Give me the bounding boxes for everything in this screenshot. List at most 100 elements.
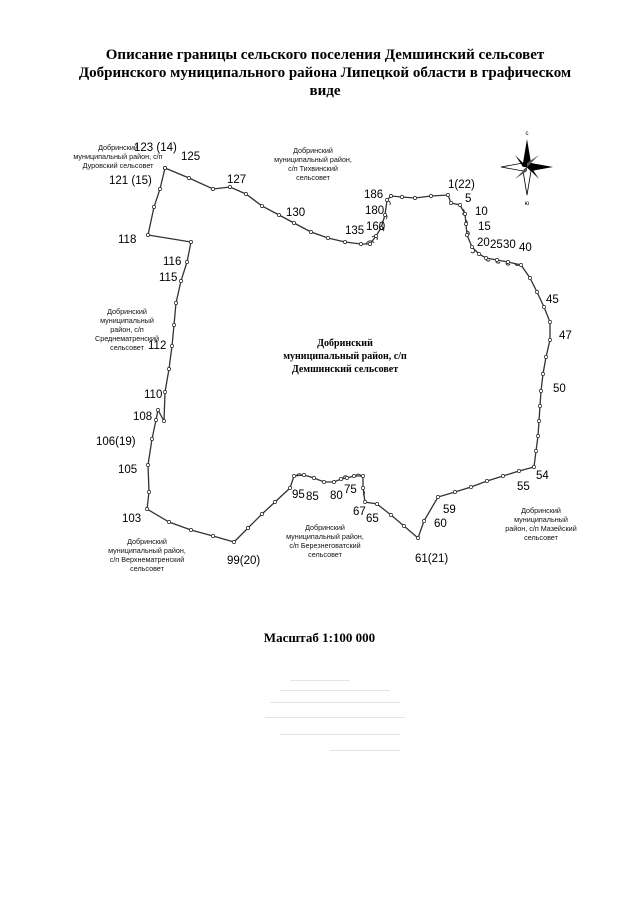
svg-text:сельсовет: сельсовет — [130, 564, 164, 573]
boundary-vertex — [162, 419, 166, 423]
boundary-vertex — [541, 372, 545, 376]
point-label: 55 — [517, 481, 530, 493]
boundary-vertex — [361, 474, 365, 478]
boundary-vertex — [244, 192, 248, 196]
boundary-vertex — [322, 480, 326, 484]
boundary-vertex — [463, 212, 467, 216]
boundary-vertex — [147, 490, 151, 494]
boundary-vertex — [375, 502, 379, 506]
document-title: Описание границы сельского поселения Дем… — [40, 46, 610, 100]
point-label: 115 — [159, 272, 177, 284]
point-label: 80 — [330, 490, 343, 502]
boundary-vertex — [163, 166, 167, 170]
center-label-line-3: Демшинский сельсовет — [292, 364, 398, 375]
boundary-vertex — [517, 469, 521, 473]
svg-text:сельсовет: сельсовет — [308, 550, 342, 559]
svg-text:Добринский: Добринский — [305, 523, 345, 532]
boundary-vertex — [288, 486, 292, 490]
boundary-vertex — [302, 473, 306, 477]
boundary-vertex — [458, 203, 462, 207]
svg-text:Добринский: Добринский — [107, 307, 147, 316]
boundary-detail-loops — [295, 200, 520, 496]
point-label: 20 — [477, 237, 490, 249]
faded-signature-block — [250, 672, 430, 762]
boundary-vertex — [167, 367, 171, 371]
boundary-vertex — [539, 389, 543, 393]
boundary-vertex — [292, 221, 296, 225]
svg-text:Добринский: Добринский — [98, 143, 138, 152]
point-label: 67 — [353, 506, 366, 518]
point-label: 180 — [365, 205, 384, 217]
boundary-vertex — [385, 198, 389, 202]
point-label: 108 — [133, 411, 152, 423]
boundary-vertex — [277, 213, 281, 217]
svg-text:сельсовет: сельсовет — [524, 533, 558, 542]
boundary-vertex — [389, 513, 393, 517]
boundary-vertex — [352, 474, 356, 478]
boundary-vertex — [170, 344, 174, 348]
map-scale: Масштаб 1:100 000 — [263, 630, 376, 645]
boundary-vertex — [158, 187, 162, 191]
point-label: 30 — [503, 239, 516, 251]
point-label: 103 — [122, 513, 141, 525]
svg-text:с/п Тихвинский: с/п Тихвинский — [288, 164, 338, 173]
boundary-vertex — [309, 230, 313, 234]
point-label: 105 — [118, 464, 137, 476]
point-label: 125 — [181, 151, 200, 163]
point-label: 65 — [366, 513, 379, 525]
boundary-vertex — [532, 465, 536, 469]
boundary-vertex — [383, 213, 387, 217]
boundary-vertex — [477, 252, 481, 256]
boundary-vertex — [339, 477, 343, 481]
boundary-vertex — [379, 226, 383, 230]
neighbor-bereznegovatsky: Добринский муниципальный район, с/п Бере… — [286, 523, 364, 559]
point-label: 60 — [434, 518, 447, 530]
boundary-vertex — [453, 490, 457, 494]
compass-rose-icon: с ю — [500, 131, 553, 207]
boundary-vertex — [167, 520, 171, 524]
point-label: 47 — [559, 330, 572, 342]
boundary-vertex — [312, 476, 316, 480]
compass-north-label: с — [526, 131, 529, 137]
point-label: 135 — [345, 225, 364, 237]
point-label: 5 — [465, 193, 471, 205]
boundary-vertex — [246, 526, 250, 530]
svg-text:муниципальный: муниципальный — [100, 316, 154, 325]
boundary-vertex — [538, 404, 542, 408]
boundary-vertex — [465, 233, 469, 237]
point-label: 95 — [292, 489, 305, 501]
point-label: 85 — [306, 491, 319, 503]
boundary-vertex — [368, 242, 372, 246]
boundary-vertex — [145, 507, 149, 511]
boundary-vertex — [429, 194, 433, 198]
boundary-vertex — [172, 323, 176, 327]
title-line-1: Описание границы сельского поселения Дем… — [105, 47, 545, 63]
title-line-2: Добринского муниципального района Липецк… — [78, 65, 572, 81]
boundary-vertex — [361, 486, 365, 490]
boundary-vertex — [156, 408, 160, 412]
boundary-vertex — [146, 233, 150, 237]
neighbor-verkhnematrensky: Добринский муниципальный район, с/п Верх… — [108, 537, 186, 573]
boundary-vertex — [185, 260, 189, 264]
svg-text:Добринский: Добринский — [521, 506, 561, 515]
boundary-vertex — [413, 196, 417, 200]
boundary-vertex — [187, 176, 191, 180]
svg-text:с/п Березнеговатский: с/п Березнеговатский — [289, 541, 360, 550]
boundary-vertex — [400, 195, 404, 199]
svg-text:Среднематренский: Среднематренский — [95, 334, 159, 343]
boundary-vertex — [152, 205, 156, 209]
boundary-vertex — [470, 245, 474, 249]
point-label: 50 — [553, 383, 566, 395]
point-labels: 123 (14) 125 121 (15) 127 118 130 135 16… — [96, 142, 572, 567]
svg-text:муниципальный район,: муниципальный район, — [286, 532, 364, 541]
point-label: 118 — [118, 234, 136, 246]
svg-text:Добринский: Добринский — [127, 537, 167, 546]
boundary-vertex — [534, 449, 538, 453]
center-label-line-1: Добринский — [317, 338, 373, 349]
neighbor-durovsky: Добринский муниципальный район, с/п Дуро… — [73, 143, 162, 170]
boundary-vertex — [416, 536, 420, 540]
boundary-vertex — [469, 485, 473, 489]
point-label: 112 — [148, 340, 166, 352]
svg-text:муниципальный район,: муниципальный район, — [108, 546, 186, 555]
boundary-vertex — [345, 476, 349, 480]
